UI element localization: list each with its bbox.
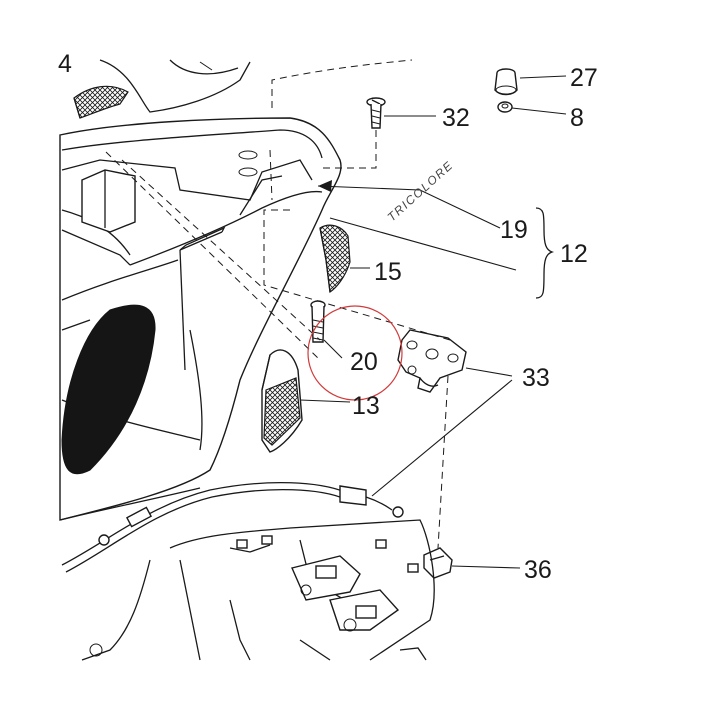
tricolore-decal: TRICOLORE <box>385 158 456 224</box>
callout-32: 32 <box>442 104 470 132</box>
bolt-part-20 <box>310 300 326 343</box>
clip-part-36 <box>423 547 453 579</box>
callout-27: 27 <box>570 64 598 92</box>
latch-part-33 <box>397 329 467 393</box>
callout-4: 4 <box>58 50 72 78</box>
screw-part-32 <box>366 97 386 129</box>
callout-19: 19 <box>500 216 528 244</box>
callout-13: 13 <box>352 392 380 420</box>
callout-8: 8 <box>570 104 584 132</box>
callout-36: 36 <box>524 556 552 584</box>
grille-part-4 <box>73 85 129 119</box>
callout-15: 15 <box>374 258 402 286</box>
highlight-circle <box>307 305 403 401</box>
leader-lines <box>299 75 567 569</box>
bushing-part-27 <box>494 68 518 96</box>
callout-33: 33 <box>522 364 550 392</box>
callout-12: 12 <box>560 240 588 268</box>
assembly-guides <box>105 59 451 549</box>
grille-part-15 <box>319 224 351 294</box>
callout-20: 20 <box>350 348 378 376</box>
group-bracket-12 <box>535 207 555 299</box>
lamp-recess <box>61 304 156 475</box>
grille-part-13 <box>261 349 303 453</box>
subframe <box>81 519 435 661</box>
release-cable <box>61 481 404 573</box>
seat-outline <box>99 59 251 113</box>
nut-part-8 <box>497 101 513 113</box>
callouts: 4 27 8 32 19 12 15 20 33 13 36 <box>58 50 598 584</box>
